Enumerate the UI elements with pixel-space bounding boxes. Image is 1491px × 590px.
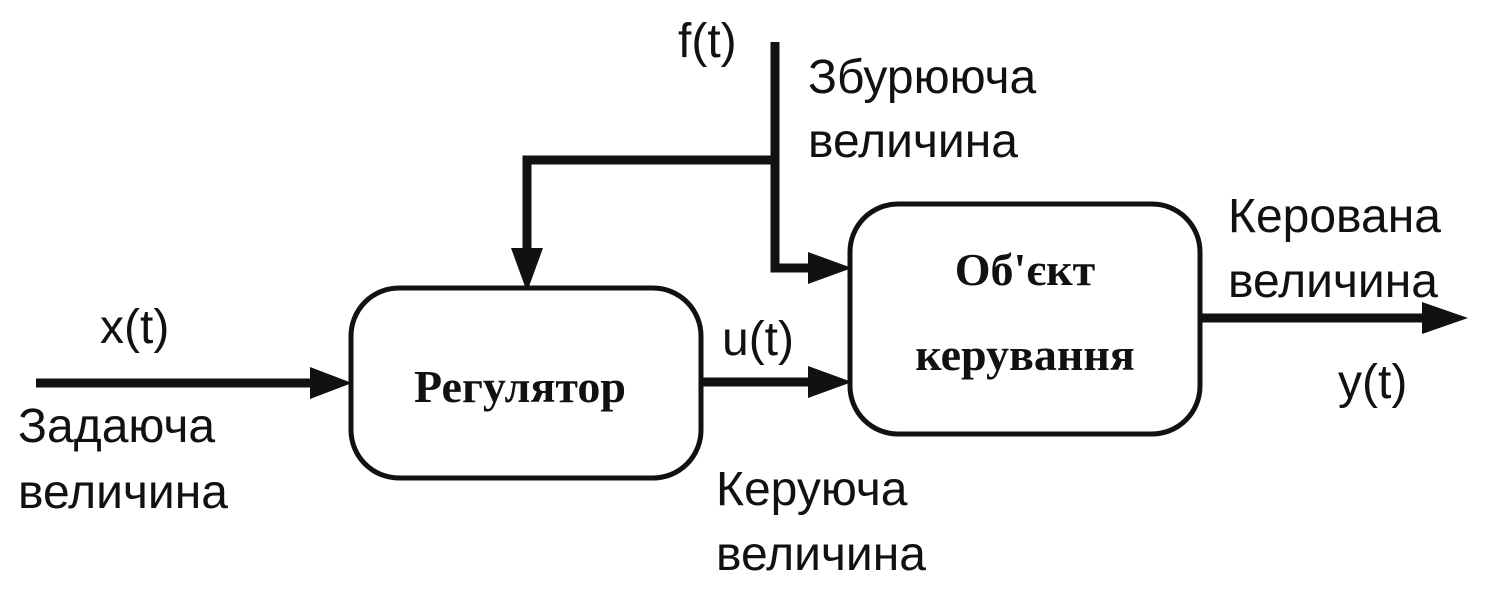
control-symbol: u(t): [722, 313, 794, 366]
input-name-line2: величина: [18, 466, 228, 519]
output-arrowhead: [1422, 302, 1468, 334]
control-name-line2: величина: [716, 528, 926, 581]
regulator-label: Регулятор: [414, 361, 626, 412]
regulator-block: [348, 285, 704, 481]
disturbance-arrowhead: [808, 252, 852, 284]
input-symbol: x(t): [100, 301, 169, 354]
disturbance-branch-line: [522, 155, 775, 255]
disturbance-line: [770, 42, 815, 273]
output-name-line1: Керована: [1228, 190, 1441, 243]
control-arrowhead: [808, 366, 852, 398]
control-name-line1: Керуюча: [716, 463, 908, 516]
disturbance-name-line1: Збурююча: [808, 51, 1037, 104]
disturbance-branch-arrowhead: [511, 248, 543, 292]
input-arrowhead: [310, 367, 352, 399]
disturbance-name-line2: величина: [808, 115, 1018, 168]
input-name-line1: Задаюча: [18, 400, 215, 453]
object-label-line1: Об'єкт: [955, 244, 1096, 295]
output-name-line2: величина: [1228, 255, 1438, 308]
output-symbol: y(t): [1338, 356, 1407, 409]
object-label-line2: керування: [915, 329, 1135, 380]
object-block: [847, 201, 1203, 437]
disturbance-symbol: f(t): [678, 15, 737, 68]
